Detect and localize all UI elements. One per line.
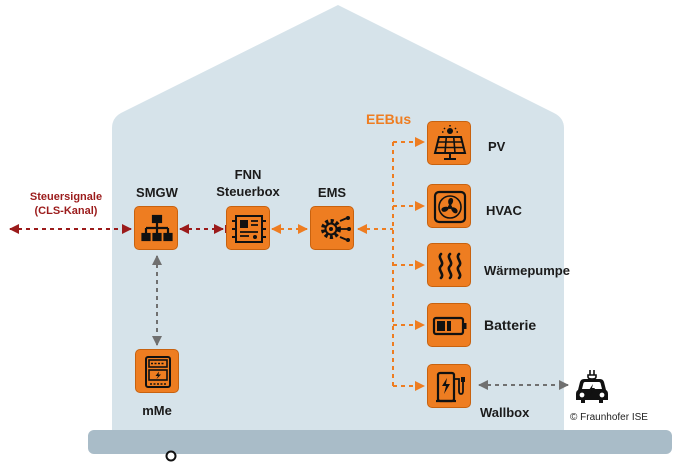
fan-icon	[433, 190, 467, 224]
fnn-steuerbox-label: FNN Steuerbox	[216, 167, 280, 199]
eebus-label: EEBus	[366, 111, 412, 127]
ems-label: EMS	[317, 185, 347, 200]
smgw-label: SMGW	[136, 185, 178, 200]
pv-label: PV	[488, 139, 506, 154]
grid-connection-point	[165, 450, 177, 462]
control-signals-label: Steuersignale (CLS-Kanal)	[29, 191, 103, 217]
battery-tile[interactable]	[427, 303, 471, 347]
gear-network-icon	[321, 216, 351, 242]
mme-label: mMe	[142, 403, 172, 418]
electricity-meter-icon	[145, 356, 171, 388]
fnn-steuerbox-tile[interactable]	[226, 206, 270, 250]
heat-waves-icon	[438, 252, 462, 280]
solar-panel-icon	[433, 125, 467, 160]
electric-car-icon	[576, 370, 608, 403]
heatpump-label: Wärmepumpe	[484, 263, 570, 278]
smgw-tile[interactable]	[134, 206, 178, 250]
wallbox-label: Wallbox	[480, 405, 530, 420]
ems-tile[interactable]	[310, 206, 354, 250]
hvac-label: HVAC	[486, 203, 522, 218]
copyright-label: © Fraunhofer ISE	[570, 412, 648, 423]
wallbox-tile[interactable]	[427, 364, 471, 408]
battery-label: Batterie	[484, 317, 537, 333]
hvac-tile[interactable]	[427, 184, 471, 228]
heatpump-tile[interactable]	[427, 243, 471, 287]
network-tree-icon	[141, 214, 173, 242]
ev-charger-icon	[436, 371, 465, 403]
floor-bar	[88, 430, 672, 454]
pv-tile[interactable]	[427, 121, 471, 165]
circuit-board-icon	[232, 215, 266, 243]
mme-tile[interactable]	[135, 349, 179, 393]
battery-icon	[432, 316, 467, 336]
